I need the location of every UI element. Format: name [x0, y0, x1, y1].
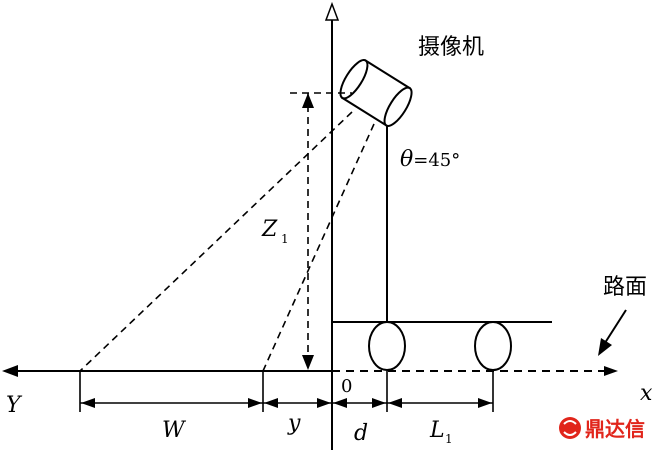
ground-axis-left-arrowhead	[2, 365, 18, 377]
rear-wheel	[474, 321, 512, 371]
front-wheel	[368, 321, 406, 371]
angle-label: θ=45°	[400, 147, 460, 172]
height-arrow-bottom	[302, 355, 314, 370]
dim-d-arrow-left	[333, 398, 347, 408]
d-label: d	[354, 421, 368, 446]
dim-L1-arrow-left	[388, 398, 402, 408]
W-label: W	[162, 418, 187, 443]
camera-label: 摄像机	[418, 35, 484, 60]
view-ray-far	[79, 111, 353, 372]
y-label: y	[287, 411, 301, 436]
dim-y-arrow-right	[317, 398, 331, 408]
watermark-text: 鼎达信	[585, 417, 645, 441]
height-arrow-top	[302, 93, 314, 108]
dim-W-arrow-right	[248, 398, 262, 408]
Y-axis-label: Y	[6, 393, 23, 418]
road-pointer-arrowhead	[598, 338, 612, 356]
dim-d-arrow-right	[372, 398, 386, 408]
L1-label: L	[429, 418, 445, 443]
camera-body	[339, 59, 413, 127]
dim-y-arrow-left	[264, 398, 278, 408]
height-label-subscript: 1	[281, 232, 289, 246]
x-axis-label: x	[640, 381, 653, 406]
vertical-axis-arrowhead	[324, 1, 340, 21]
watermark-logo: 鼎达信	[559, 417, 645, 441]
road-pointer-line	[602, 309, 627, 347]
view-ray-near	[262, 123, 375, 372]
dim-L1-arrow-right	[478, 398, 492, 408]
origin-label: 0	[341, 376, 352, 397]
road-label: 路面	[603, 275, 647, 300]
angle-value: =45°	[413, 150, 460, 171]
ground-axis-right-arrowhead	[604, 366, 618, 376]
L1-label-subscript: 1	[445, 432, 453, 446]
dim-W-arrow-left	[81, 398, 95, 408]
height-label: Z	[261, 217, 278, 242]
angle-symbol: θ	[400, 147, 413, 172]
